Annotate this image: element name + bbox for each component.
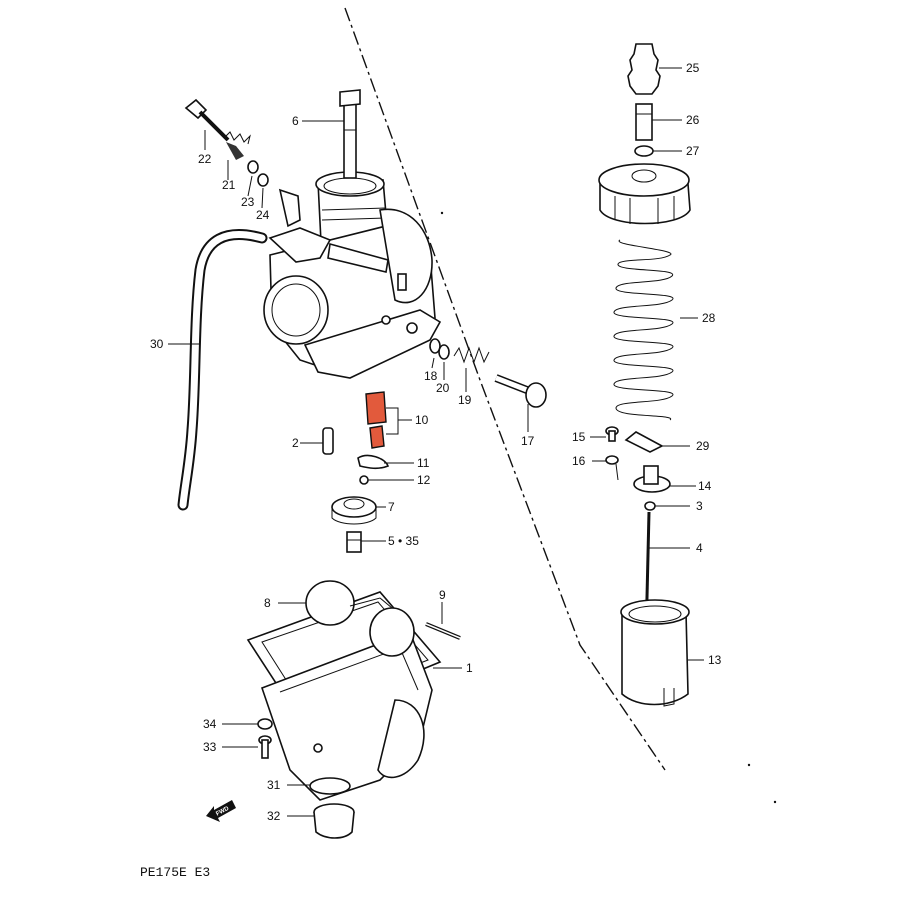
callout-22: 22 (198, 152, 212, 166)
leader-lines (168, 67, 704, 817)
callout-30: 30 (150, 337, 164, 351)
callout-18: 18 (424, 369, 438, 383)
air-screw (184, 98, 230, 142)
callout-29: 29 (696, 439, 710, 453)
callout-28: 28 (702, 311, 716, 325)
callout-labels: 6 22 21 23 24 30 2 10 11 12 7 5 • 35 18 … (150, 61, 722, 823)
callout-8: 8 (264, 596, 271, 610)
air-screw-washer (247, 160, 259, 174)
carburetor-body (263, 171, 442, 379)
callout-31: 31 (267, 778, 281, 792)
callout-17: 17 (521, 434, 535, 448)
throttle-spring (613, 239, 674, 421)
bowl-washer (257, 718, 273, 730)
cable-adjuster (339, 89, 361, 179)
callout-32: 32 (267, 809, 281, 823)
idle-screw-o-ring (429, 338, 441, 354)
needle-jet-highlighted (365, 391, 387, 449)
callout-34: 34 (203, 717, 217, 731)
main-jet (346, 531, 362, 553)
air-screw-o-ring (257, 173, 269, 187)
callout-1: 1 (466, 661, 473, 675)
throttle-valve (620, 599, 690, 707)
callout-25: 25 (686, 61, 700, 75)
callout-14: 14 (698, 479, 712, 493)
cap-nut (605, 455, 619, 465)
callout-5-35: 5 • 35 (388, 534, 419, 548)
jet-retainer-plate (357, 454, 390, 485)
callout-21: 21 (222, 178, 236, 192)
callout-11: 11 (417, 456, 430, 470)
needle-retainer (633, 465, 671, 493)
mixing-chamber-cap (598, 163, 691, 225)
callout-9: 9 (439, 588, 446, 602)
cable-stopper (624, 431, 664, 453)
callout-4: 4 (696, 541, 703, 555)
needle-clip (644, 501, 656, 511)
callout-16: 16 (572, 454, 586, 468)
callout-26: 26 (686, 113, 700, 127)
cable-boot (627, 43, 661, 95)
callout-3: 3 (696, 499, 703, 513)
callout-33: 33 (203, 740, 217, 754)
callout-23: 23 (241, 195, 255, 209)
callout-20: 20 (436, 381, 450, 395)
cable-adjuster-nut (635, 103, 653, 141)
float (305, 580, 415, 657)
assembly-boundary-line (344, 7, 666, 771)
callout-15: 15 (572, 430, 586, 444)
callout-19: 19 (458, 393, 472, 407)
callout-7: 7 (388, 500, 395, 514)
stray-marks (440, 211, 777, 804)
callout-2: 2 (292, 436, 299, 450)
fuel-hose (177, 229, 268, 511)
bowl-screw (258, 735, 272, 759)
lock-nut (634, 145, 654, 157)
callout-6: 6 (292, 114, 299, 128)
idle-adjust-screw (494, 374, 547, 408)
callout-24: 24 (256, 208, 270, 222)
cap-screw (605, 426, 619, 442)
idle-screw-washer (438, 344, 450, 360)
float-pin (425, 622, 461, 640)
idle-screw-spring (453, 346, 490, 364)
baffle-ring (331, 496, 377, 525)
bowl-o-ring (309, 777, 351, 795)
air-screw-spring (223, 131, 251, 160)
callout-27: 27 (686, 144, 700, 158)
fwd-arrow-icon: FWD (206, 800, 236, 822)
diagram-code: PE175E E3 (140, 865, 210, 880)
callout-13: 13 (708, 653, 722, 667)
bowl-drain-plug (313, 803, 355, 839)
callout-10: 10 (415, 413, 429, 427)
callout-12: 12 (417, 473, 431, 487)
pilot-jet (322, 427, 334, 455)
